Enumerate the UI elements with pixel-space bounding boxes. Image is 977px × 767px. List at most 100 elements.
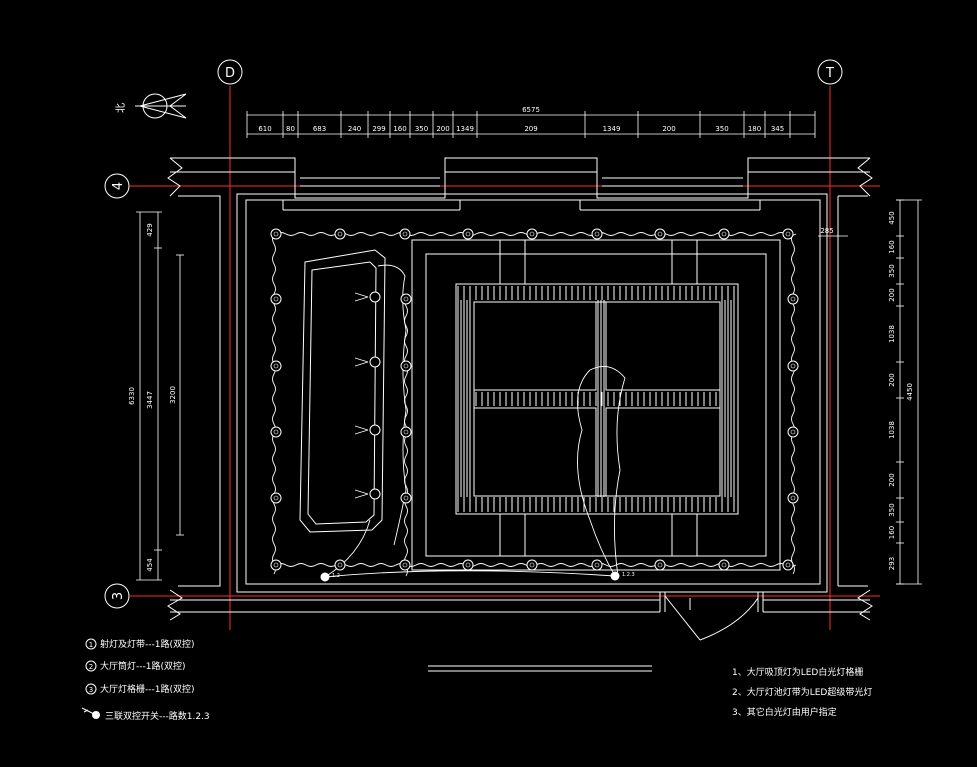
top-dimension-seg: 1349 <box>456 125 474 133</box>
grid-bubbles <box>104 59 843 609</box>
right-dimension-seg: 1038 <box>888 421 896 439</box>
downlight-icon <box>787 492 799 504</box>
downlight-icon <box>334 228 346 240</box>
downlight-icon <box>270 559 282 571</box>
downlight-icon <box>399 228 411 240</box>
left-dimension-overall: 6330 <box>128 387 136 405</box>
downlight-icon <box>591 228 603 240</box>
downlight-icon <box>787 360 799 372</box>
top-dimension-seg: 200 <box>436 125 449 133</box>
ceiling-outlines <box>299 239 781 571</box>
grid-label-4: 4 <box>111 182 126 190</box>
note-3: 3、其它白光灯由用户指定 <box>732 706 837 718</box>
downlight-icon <box>526 559 538 571</box>
downlight-icon <box>334 559 346 571</box>
grid-label-t: T <box>825 66 834 81</box>
door-swing-icon <box>664 595 759 641</box>
downlight-icon <box>654 559 666 571</box>
light-grille-hatching <box>457 286 735 512</box>
right-dimension-seg: 200 <box>888 473 896 486</box>
right-dimension-lines <box>818 199 922 585</box>
right-dimension-seg: 350 <box>888 503 896 516</box>
downlight-icon <box>270 293 282 305</box>
downlight-icon <box>782 559 794 571</box>
right-dimension-seg: 160 <box>888 240 896 253</box>
downlight-icon <box>718 559 730 571</box>
top-dimension-seg: 180 <box>748 125 761 133</box>
ceiling-recess-inner <box>425 253 767 557</box>
grid-bubble-3 <box>104 583 130 609</box>
right-dimension-seg: 1038 <box>888 325 896 343</box>
notes: 1、大厅吸顶灯为LED白光灯格栅 2、大厅灯池灯带为LED超级带光灯 3、其它白… <box>732 666 872 718</box>
top-dimension-seg: 209 <box>524 125 537 133</box>
top-dimension-seg: 350 <box>715 125 728 133</box>
legend-symbol-2: 2 <box>89 663 93 671</box>
grid-label-3: 3 <box>111 592 126 600</box>
north-arrow-icon <box>135 93 187 119</box>
legend-item-3: 大厅灯格栅---1路(双控) <box>100 683 195 695</box>
right-dimension-overall: 4450 <box>906 383 914 401</box>
right-dimension-seg: 350 <box>888 264 896 277</box>
downlight-icon <box>787 293 799 305</box>
downlight-icon <box>462 228 474 240</box>
right-dimension-seg: 293 <box>888 557 896 570</box>
legend-item-2: 大厅筒灯---1路(双控) <box>100 660 186 672</box>
right-dimension-seg: 450 <box>888 211 896 224</box>
downlight-icon <box>270 492 282 504</box>
downlight-icon <box>270 426 282 438</box>
top-dimension-seg: 240 <box>348 125 361 133</box>
top-dimension-seg: 683 <box>313 125 326 133</box>
grid-bubble-t <box>817 59 843 85</box>
top-dimension-seg: 345 <box>771 125 784 133</box>
downlight-icon <box>787 426 799 438</box>
downlight-icon <box>270 228 282 240</box>
light-grille-inner <box>473 301 721 497</box>
downlight-icon <box>400 426 412 438</box>
downlight-icon <box>270 360 282 372</box>
top-dimension-seg: 80 <box>286 125 295 133</box>
downlight-icon <box>782 228 794 240</box>
top-dimension-overall: 6575 <box>522 106 540 114</box>
downlight-icon <box>400 293 412 305</box>
top-dimension-seg: 1349 <box>603 125 621 133</box>
spotlight-icon <box>354 291 381 303</box>
spotlight-icon <box>354 424 381 436</box>
spot-lights <box>354 291 381 500</box>
left-dimension-inner-a: 3447 <box>146 391 154 409</box>
left-dimension-bottom-seg: 454 <box>146 558 154 572</box>
right-dimension-seg: 200 <box>888 288 896 301</box>
led-strip-lines <box>272 232 797 578</box>
legend-switch-icon <box>81 707 100 719</box>
grid-bubble-4 <box>104 173 130 199</box>
left-dimension-inner-b: 3200 <box>169 386 177 404</box>
downlight-icon <box>400 492 412 504</box>
switch-tag-left: 1.2 <box>332 573 340 579</box>
grid-label-d: D <box>225 66 235 81</box>
legend-item-1: 射灯及灯带---1路(双控) <box>100 638 195 650</box>
left-dimension-top-seg: 429 <box>146 223 154 236</box>
legend-symbol-1-icon <box>85 638 97 650</box>
switch-icons <box>320 571 620 582</box>
downlight-icon <box>399 559 411 571</box>
legend-symbol-1: 1 <box>89 641 93 649</box>
downlight-icon <box>718 228 730 240</box>
note-2: 2、大厅灯池灯带为LED超级带光灯 <box>732 686 872 698</box>
legend-item-4: 三联双控开关---路数1.2.3 <box>105 710 210 722</box>
north-label: 北 <box>115 103 127 113</box>
downlight-icon <box>591 559 603 571</box>
downlight-icon <box>400 360 412 372</box>
note-1: 1、大厅吸顶灯为LED白光灯格栅 <box>732 666 863 678</box>
ceiling-lights <box>270 228 799 571</box>
top-dimension-seg: 200 <box>662 125 675 133</box>
downlight-icon <box>462 559 474 571</box>
spotlight-icon <box>354 488 381 500</box>
legend-symbol-2-icon <box>85 660 97 672</box>
walls <box>167 157 873 621</box>
switch-tag-right: 1.2.3 <box>622 572 635 578</box>
left-dimension-lines <box>136 211 184 581</box>
spotlight-icon <box>354 356 381 368</box>
light-grille-frame <box>455 283 739 515</box>
